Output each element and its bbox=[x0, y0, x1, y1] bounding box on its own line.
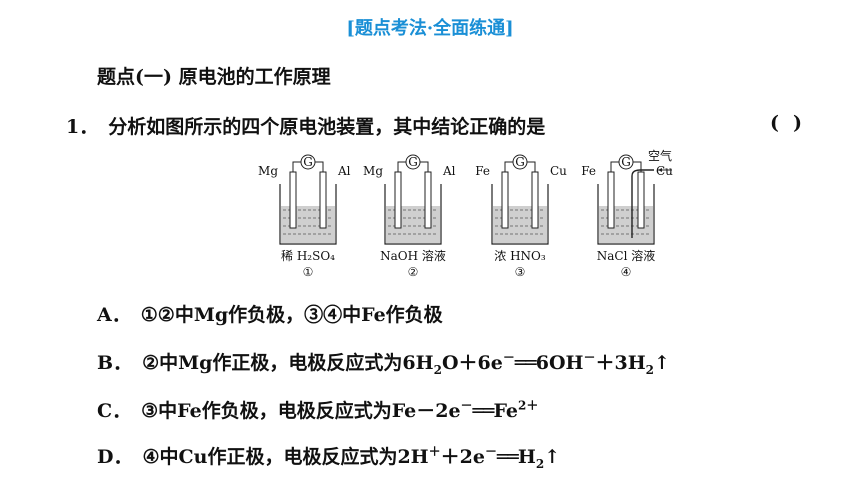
answer-parentheses: () bbox=[770, 112, 816, 134]
up-arrow: ↑ bbox=[544, 446, 561, 468]
cell-index: ③ bbox=[515, 265, 526, 279]
solution-label: NaCl 溶液 bbox=[597, 248, 656, 263]
solution-fill bbox=[599, 206, 653, 243]
option-a[interactable]: A． ①②中Mg作负极，③④中Fe作负极 bbox=[97, 300, 443, 327]
left-electrode-label: Mg bbox=[258, 164, 278, 178]
galvanometer-label: G bbox=[408, 155, 418, 169]
galvanometer bbox=[512, 154, 528, 170]
subscript: 2 bbox=[433, 362, 442, 377]
question-text: 分析如图所示的四个原电池装置，其中结论正确的是 bbox=[108, 116, 546, 138]
galvanometer bbox=[405, 154, 421, 170]
equals-sign: ══ bbox=[472, 400, 495, 422]
wire bbox=[315, 161, 324, 172]
wire bbox=[504, 161, 513, 172]
superscript: － bbox=[484, 444, 497, 459]
left-electrode-label: Fe bbox=[475, 164, 490, 178]
option-b-text: ②中Mg作正极，电极反应式为6H bbox=[142, 352, 434, 374]
option-b-text-post: 6OH bbox=[535, 352, 584, 374]
up-arrow: ↑ bbox=[654, 352, 670, 374]
option-d-text-mid: ＋2e bbox=[440, 446, 485, 468]
left-electrode-label: Mg bbox=[363, 164, 383, 178]
solution-label: NaOH 溶液 bbox=[380, 248, 446, 263]
option-d-text-post: H bbox=[517, 446, 536, 468]
right-electrode-label: Al bbox=[442, 164, 456, 178]
equals-sign: ══ bbox=[514, 352, 537, 374]
left-electrode bbox=[501, 171, 509, 229]
wire bbox=[292, 161, 301, 172]
superscript: － bbox=[583, 350, 596, 365]
question-number: 1． bbox=[66, 116, 99, 138]
option-b[interactable]: B．②中Mg作正极，电极反应式为6H2O＋6e－══6OH－＋3H2↑ bbox=[97, 348, 670, 377]
air-arrow-head bbox=[658, 168, 662, 172]
superscript: ＋ bbox=[428, 444, 441, 459]
galvanometer-label: G bbox=[621, 155, 631, 169]
cell-index: ① bbox=[303, 265, 314, 279]
galvanometer bbox=[618, 154, 634, 170]
equals-sign: ══ bbox=[496, 446, 519, 468]
option-d-letter: D． bbox=[97, 446, 133, 468]
cell-index: ② bbox=[408, 265, 419, 279]
option-c-text: ③中Fe作负极，电极反应式为Fe－2e bbox=[141, 400, 461, 422]
right-electrode-label: Cu bbox=[656, 164, 673, 178]
option-c[interactable]: C． ③中Fe作负极，电极反应式为Fe－2e－══Fe2＋ bbox=[97, 396, 538, 423]
wire bbox=[420, 161, 429, 172]
right-electrode bbox=[637, 171, 645, 229]
option-a-text: ①②中Mg作负极，③④中Fe作负极 bbox=[140, 304, 443, 326]
wire bbox=[610, 161, 619, 172]
option-c-text-post: Fe bbox=[493, 400, 518, 422]
right-electrode bbox=[531, 171, 539, 229]
air-label: 空气 bbox=[648, 148, 672, 163]
option-a-letter: A． bbox=[97, 304, 131, 326]
right-electrode bbox=[424, 171, 432, 229]
superscript: － bbox=[502, 350, 515, 365]
air-tube bbox=[631, 169, 654, 238]
wire bbox=[527, 161, 536, 172]
option-b-letter: B． bbox=[97, 352, 133, 374]
galvanometer-label: G bbox=[303, 155, 313, 169]
solution-label: 稀 H₂SO₄ bbox=[281, 249, 335, 263]
option-c-letter: C． bbox=[97, 400, 132, 422]
beaker bbox=[279, 184, 337, 245]
subscript: 2 bbox=[645, 362, 655, 377]
wire bbox=[633, 161, 642, 172]
right-electrode-label: Cu bbox=[550, 164, 567, 178]
section-header: [题点考法·全面练通] bbox=[346, 18, 514, 39]
option-d-text: ④中Cu作正极，电极反应式为2H bbox=[142, 446, 429, 468]
right-electrode bbox=[319, 171, 327, 229]
left-electrode bbox=[289, 171, 297, 229]
solution-fill bbox=[281, 206, 335, 243]
option-b-text-mid: O＋6e bbox=[441, 352, 503, 374]
option-d[interactable]: D． ④中Cu作正极，电极反应式为2H＋＋2e－══H2↑ bbox=[97, 442, 560, 471]
option-b-text-post2: ＋3H bbox=[595, 352, 646, 374]
left-electrode-label: Fe bbox=[581, 164, 596, 178]
galvanometer bbox=[300, 154, 316, 170]
superscript: － bbox=[460, 398, 473, 413]
beaker bbox=[597, 184, 655, 245]
subscript: 2 bbox=[535, 456, 545, 471]
solution-label: 浓 HNO₃ bbox=[494, 249, 546, 263]
beaker bbox=[491, 184, 549, 245]
solution-fill bbox=[493, 206, 547, 243]
galvanometer-label: G bbox=[515, 155, 525, 169]
wire bbox=[397, 161, 406, 172]
beaker bbox=[384, 184, 442, 245]
question-stem: 1． 分析如图所示的四个原电池装置，其中结论正确的是 bbox=[66, 112, 545, 139]
solution-fill bbox=[386, 206, 440, 243]
left-electrode bbox=[607, 171, 615, 229]
superscript: 2＋ bbox=[518, 398, 539, 413]
left-electrode bbox=[394, 171, 402, 229]
right-electrode-label: Al bbox=[337, 164, 351, 178]
section-title: 题点(一) 原电池的工作原理 bbox=[97, 66, 331, 88]
cell-index: ④ bbox=[621, 265, 632, 279]
